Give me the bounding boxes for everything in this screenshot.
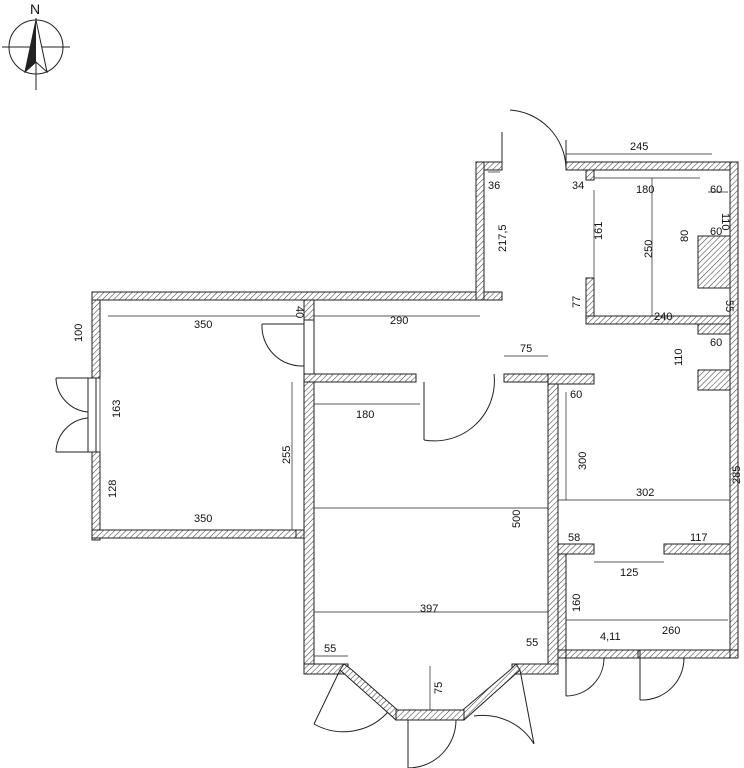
dim-4-11: 4,11 <box>600 631 621 643</box>
dim-100: 100 <box>73 324 85 342</box>
dim-245: 245 <box>630 141 648 153</box>
dim-77: 77 <box>571 296 583 308</box>
dim-285: 285 <box>731 466 743 484</box>
north-compass: N <box>2 1 70 90</box>
bay-door-swing-center <box>407 719 457 768</box>
west-window-leaf-a <box>55 377 89 413</box>
wall-hall-east <box>547 373 559 675</box>
wall-bay-diag-left <box>339 663 403 721</box>
dim-350-top: 350 <box>194 319 212 331</box>
window-south-a <box>565 649 639 659</box>
dim-397: 397 <box>420 603 438 615</box>
dim-128: 128 <box>107 480 119 498</box>
left-room-door-swing <box>261 323 305 367</box>
dim-60-d: 60 <box>570 389 582 401</box>
dim-110-a: 110 <box>719 213 731 231</box>
dim-240: 240 <box>654 311 672 323</box>
wall-bath-west <box>557 553 567 659</box>
dim-55-c: 55 <box>526 637 538 649</box>
dim-217-5: 217,5 <box>497 224 509 252</box>
dim-300: 300 <box>577 452 589 470</box>
wall-south-left <box>91 529 305 539</box>
dim-34: 34 <box>572 180 584 192</box>
bay-door-swing-left <box>313 669 389 733</box>
dim-250: 250 <box>643 240 655 258</box>
wall-north-left <box>91 291 489 301</box>
entry-door-swing <box>501 109 567 169</box>
bay-door-swing-right <box>473 669 535 745</box>
dim-36: 36 <box>488 180 500 192</box>
dim-60-b: 60 <box>710 226 722 238</box>
dim-117: 117 <box>690 532 708 544</box>
dim-302: 302 <box>636 487 654 499</box>
window-west <box>87 377 97 453</box>
dim-500: 500 <box>511 510 523 528</box>
dim-260: 260 <box>662 625 680 637</box>
west-window-leaf-b <box>55 417 89 453</box>
dim-180-hall: 180 <box>356 409 374 421</box>
wall-hall-west <box>303 373 315 675</box>
dim-58: 58 <box>568 532 580 544</box>
walls <box>91 161 739 721</box>
door-frame-left-room <box>303 319 315 375</box>
wall-east <box>729 161 739 659</box>
wall-north-right <box>565 161 739 171</box>
dim-80: 80 <box>679 230 691 242</box>
shaft-b <box>697 369 731 391</box>
dim-290: 290 <box>390 315 408 327</box>
bath-window-swing-b <box>639 657 685 701</box>
wall-bay-bottom <box>395 709 465 721</box>
dim-40: 40 <box>293 306 305 318</box>
dim-125: 125 <box>620 567 638 579</box>
wall-west-upper <box>91 291 101 379</box>
wall-bath-north-b <box>663 543 731 555</box>
dim-75-bottom: 75 <box>433 682 445 694</box>
dim-75-top: 75 <box>520 343 532 355</box>
dim-55-b: 55 <box>324 643 336 655</box>
wall-bath-south <box>557 649 739 659</box>
wall-bay-diag-right <box>457 663 521 721</box>
window-south-b <box>639 649 731 659</box>
dim-350-bottom: 350 <box>194 513 212 525</box>
bath-window-swing-a <box>565 657 605 697</box>
dimension-labels: 245 36 34 180 60 110 60 217,5 161 250 80… <box>73 141 743 694</box>
dim-163: 163 <box>111 400 123 418</box>
dim-180-top: 180 <box>636 184 654 196</box>
wall-west-lower <box>91 451 101 541</box>
windows <box>87 319 731 659</box>
dim-60-a: 60 <box>710 184 722 196</box>
dim-161: 161 <box>593 222 605 240</box>
wall-corridor-west <box>475 161 485 301</box>
dim-60-c: 60 <box>710 337 722 349</box>
dim-110-b: 110 <box>673 348 685 366</box>
dim-255: 255 <box>281 446 293 464</box>
north-label: N <box>30 1 40 17</box>
dim-160: 160 <box>571 594 583 612</box>
dim-55-a: 55 <box>723 300 735 312</box>
shaft-a <box>697 235 731 289</box>
wall-bath-north-a <box>557 543 595 555</box>
wall-hall-north-b <box>503 373 553 383</box>
doors <box>55 109 685 768</box>
hall-door-swing <box>423 373 495 442</box>
wall-hall-north-a <box>303 373 417 383</box>
dimension-lines <box>99 153 730 710</box>
